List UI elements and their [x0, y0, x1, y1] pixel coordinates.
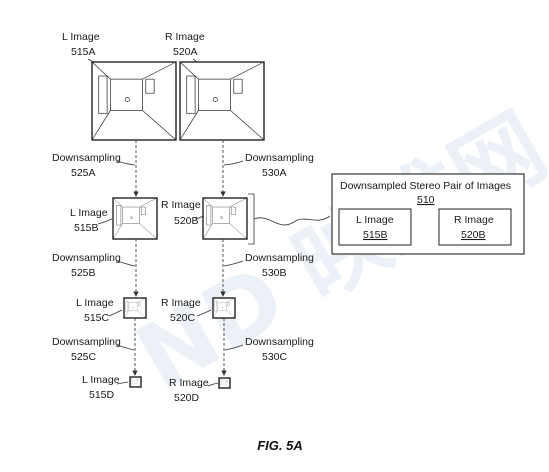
- r-image-520b: [202, 197, 248, 240]
- l-image-515b: [112, 197, 158, 240]
- r-image-520d-ref: 520D: [174, 392, 200, 404]
- l-image-515a-ref: 515A: [71, 46, 96, 58]
- r-image-520d: [218, 377, 231, 389]
- stereo-pair-ref: 510: [417, 194, 435, 206]
- downsampling-525a-label: Downsampling: [52, 152, 121, 164]
- l-image-515c-name: L Image: [76, 297, 114, 309]
- l-image-515d-name: L Image: [82, 374, 120, 386]
- downsampling-530a-label: Downsampling: [245, 152, 314, 164]
- r-image-520a-ref: 520A: [173, 46, 198, 58]
- l-image-515a: [91, 61, 177, 141]
- l-image-515d-ref: 515D: [89, 389, 115, 401]
- l-image-515c-ref: 515C: [84, 312, 110, 324]
- downsampling-525b-ref: 525B: [71, 267, 96, 279]
- figure-title: FIG. 5A: [257, 438, 303, 453]
- downsampling-525c-ref: 525C: [71, 351, 97, 363]
- stereo-pair-right-name: R Image: [454, 214, 494, 226]
- downsampling-530a-ref: 530A: [262, 167, 287, 179]
- stereo-pair-title: Downsampled Stereo Pair of Images: [340, 180, 511, 192]
- stereo-pair-left-name: L Image: [356, 214, 394, 226]
- downsampling-525c-label: Downsampling: [52, 336, 121, 348]
- r-image-520a-name: R Image: [165, 31, 205, 43]
- downsampling-525a-ref: 525A: [71, 167, 96, 179]
- stereo-pair-left-ref: 515B: [363, 229, 388, 241]
- stereo-pair-box: Downsampled Stereo Pair of Images 510 L …: [331, 173, 525, 255]
- downsampling-530b-label: Downsampling: [245, 252, 314, 264]
- r-image-520a: [179, 61, 265, 141]
- r-image-520b-ref: 520B: [174, 215, 199, 227]
- l-image-515a-name: L Image: [62, 31, 100, 43]
- link-to-stereo-pair: [253, 215, 331, 226]
- l-image-515c: [123, 297, 147, 319]
- r-image-520d-name: R Image: [169, 377, 209, 389]
- l-image-515b-name: L Image: [70, 207, 108, 219]
- r-image-520c: [212, 297, 236, 319]
- r-image-520c-ref: 520C: [170, 312, 196, 324]
- r-image-520b-name: R Image: [161, 199, 201, 211]
- stereo-pair-right-ref: 520B: [461, 229, 486, 241]
- l-image-515b-ref: 515B: [74, 222, 99, 234]
- downsampling-530c-ref: 530C: [262, 351, 288, 363]
- downsampling-530c-label: Downsampling: [245, 336, 314, 348]
- r-image-520c-name: R Image: [161, 297, 201, 309]
- bracket-520b: [248, 193, 255, 245]
- downsampling-530b-ref: 530B: [262, 267, 287, 279]
- l-image-515d: [129, 376, 142, 388]
- downsampling-525b-label: Downsampling: [52, 252, 121, 264]
